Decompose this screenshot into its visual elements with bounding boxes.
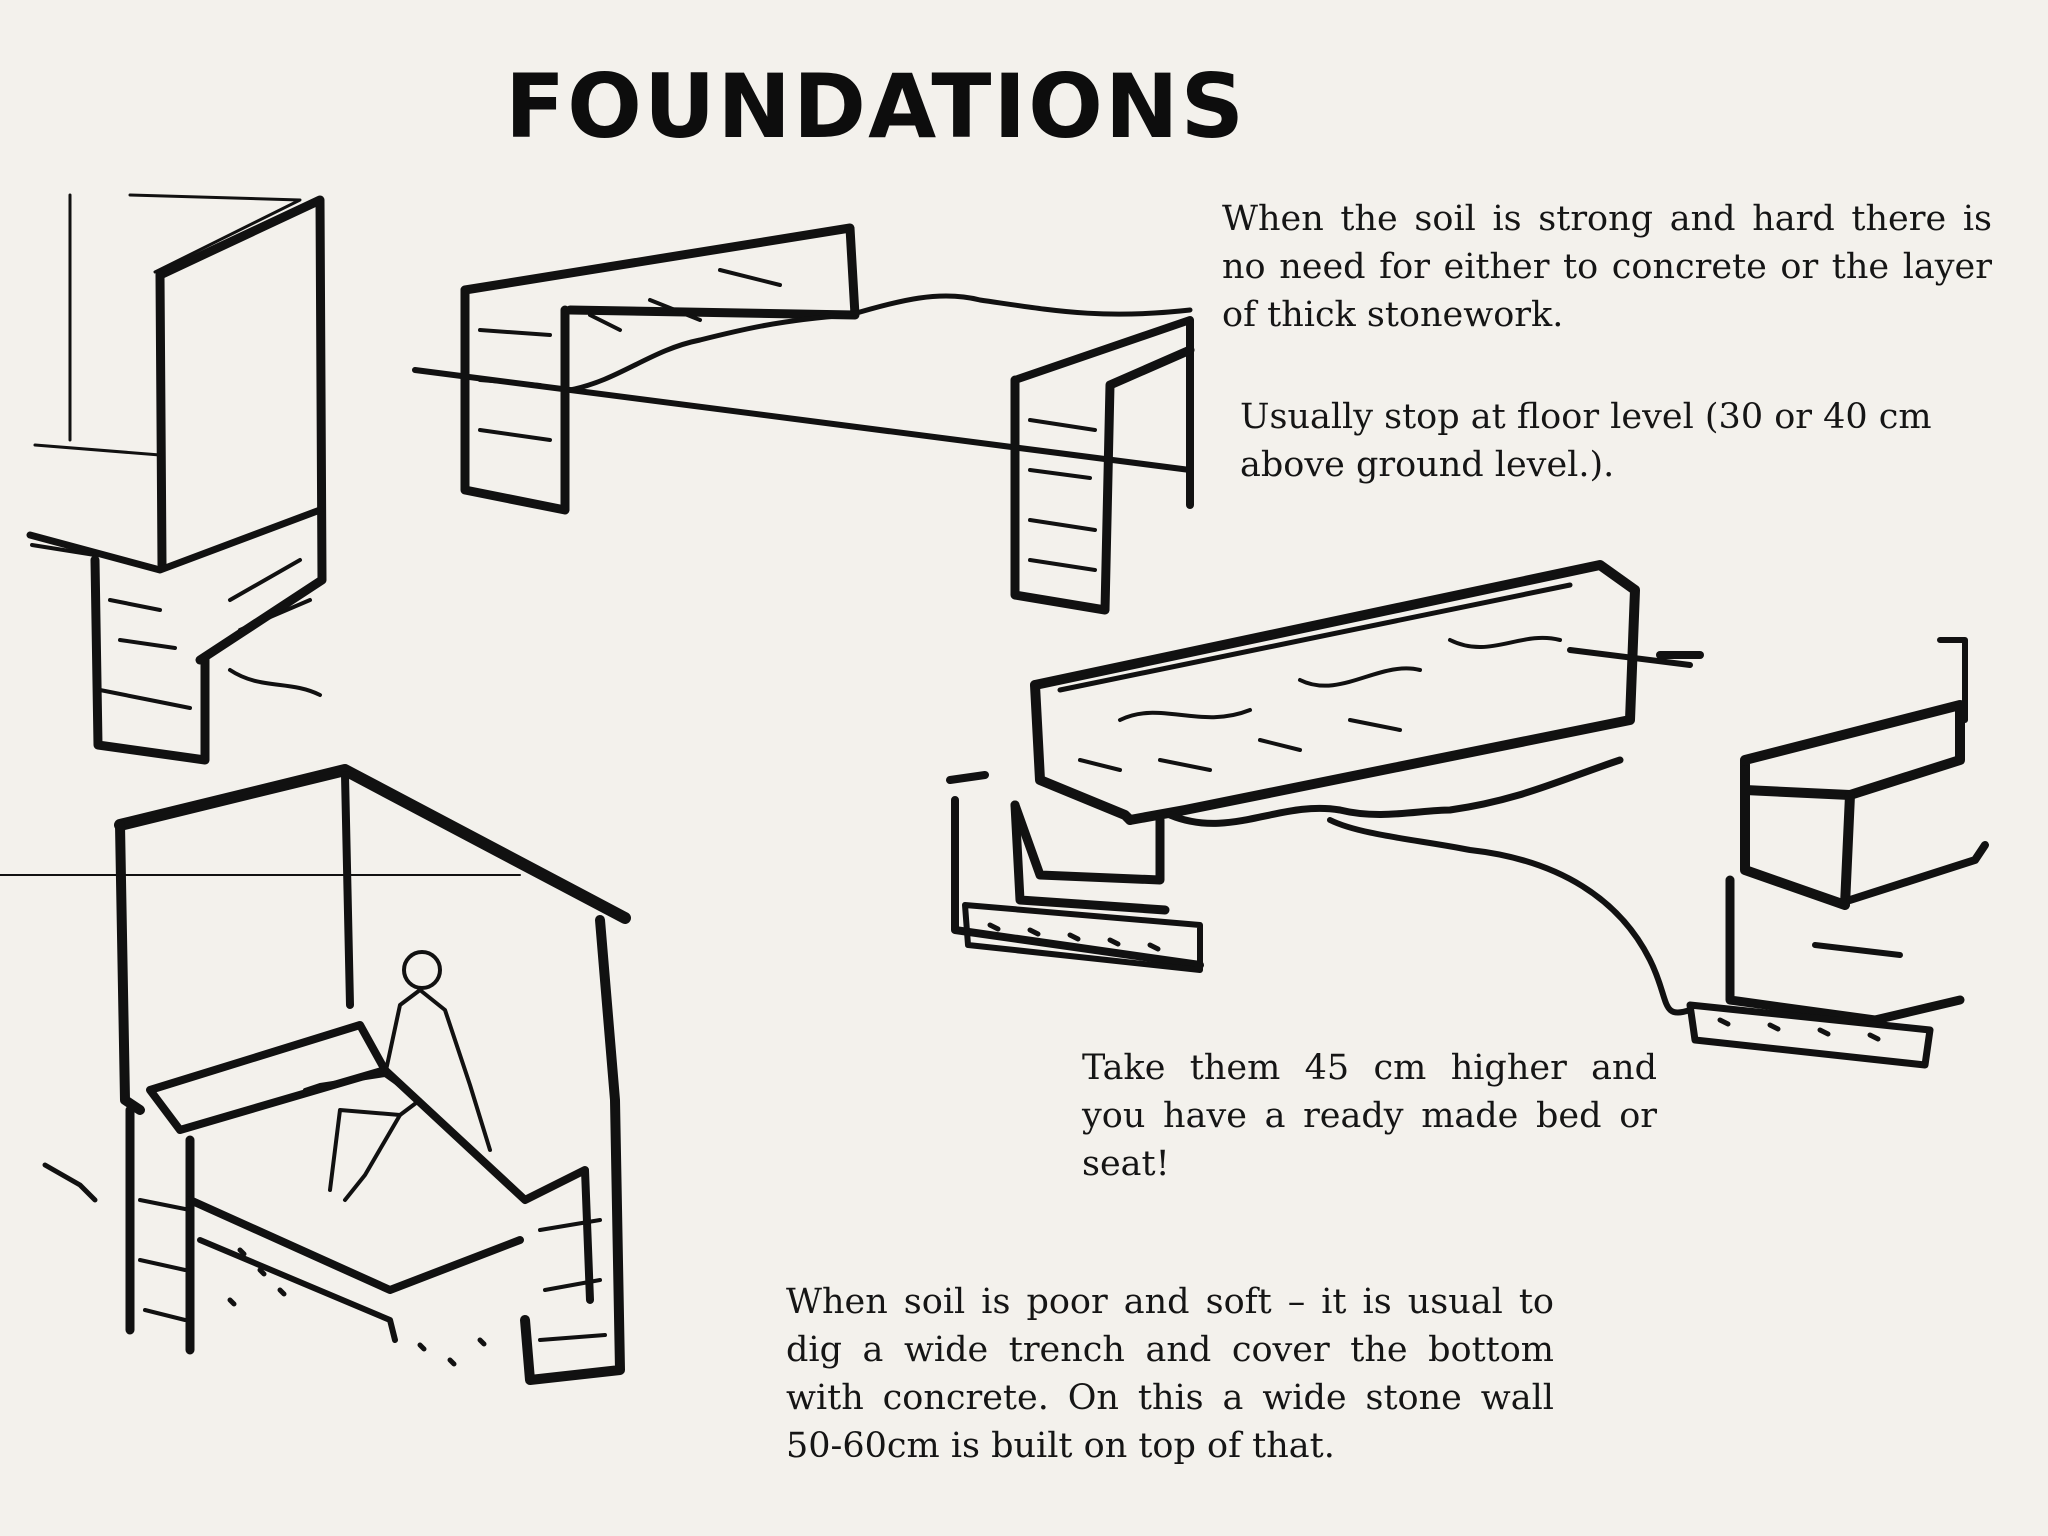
- poor-soil-paragraph: When soil is poor and soft – it is usual…: [786, 1282, 1554, 1466]
- floor-level-paragraph: Usually stop at floor level (30 or 40 cm…: [1240, 397, 1932, 485]
- wall-corner-drawing: [26, 193, 327, 765]
- trench-foundation-drawing: [946, 560, 1989, 1069]
- bed-seat-paragraph: Take them 45 cm higher and you have a re…: [1082, 1048, 1657, 1184]
- floor-level-walls-drawing: [412, 223, 1195, 615]
- seat-foundation-drawing: [0, 764, 631, 1385]
- strong-soil-paragraph: When the soil is strong and hard there i…: [1222, 199, 1992, 335]
- page-title: FOUNDATIONS: [505, 55, 1246, 158]
- seated-figure-drawing: [303, 950, 492, 1202]
